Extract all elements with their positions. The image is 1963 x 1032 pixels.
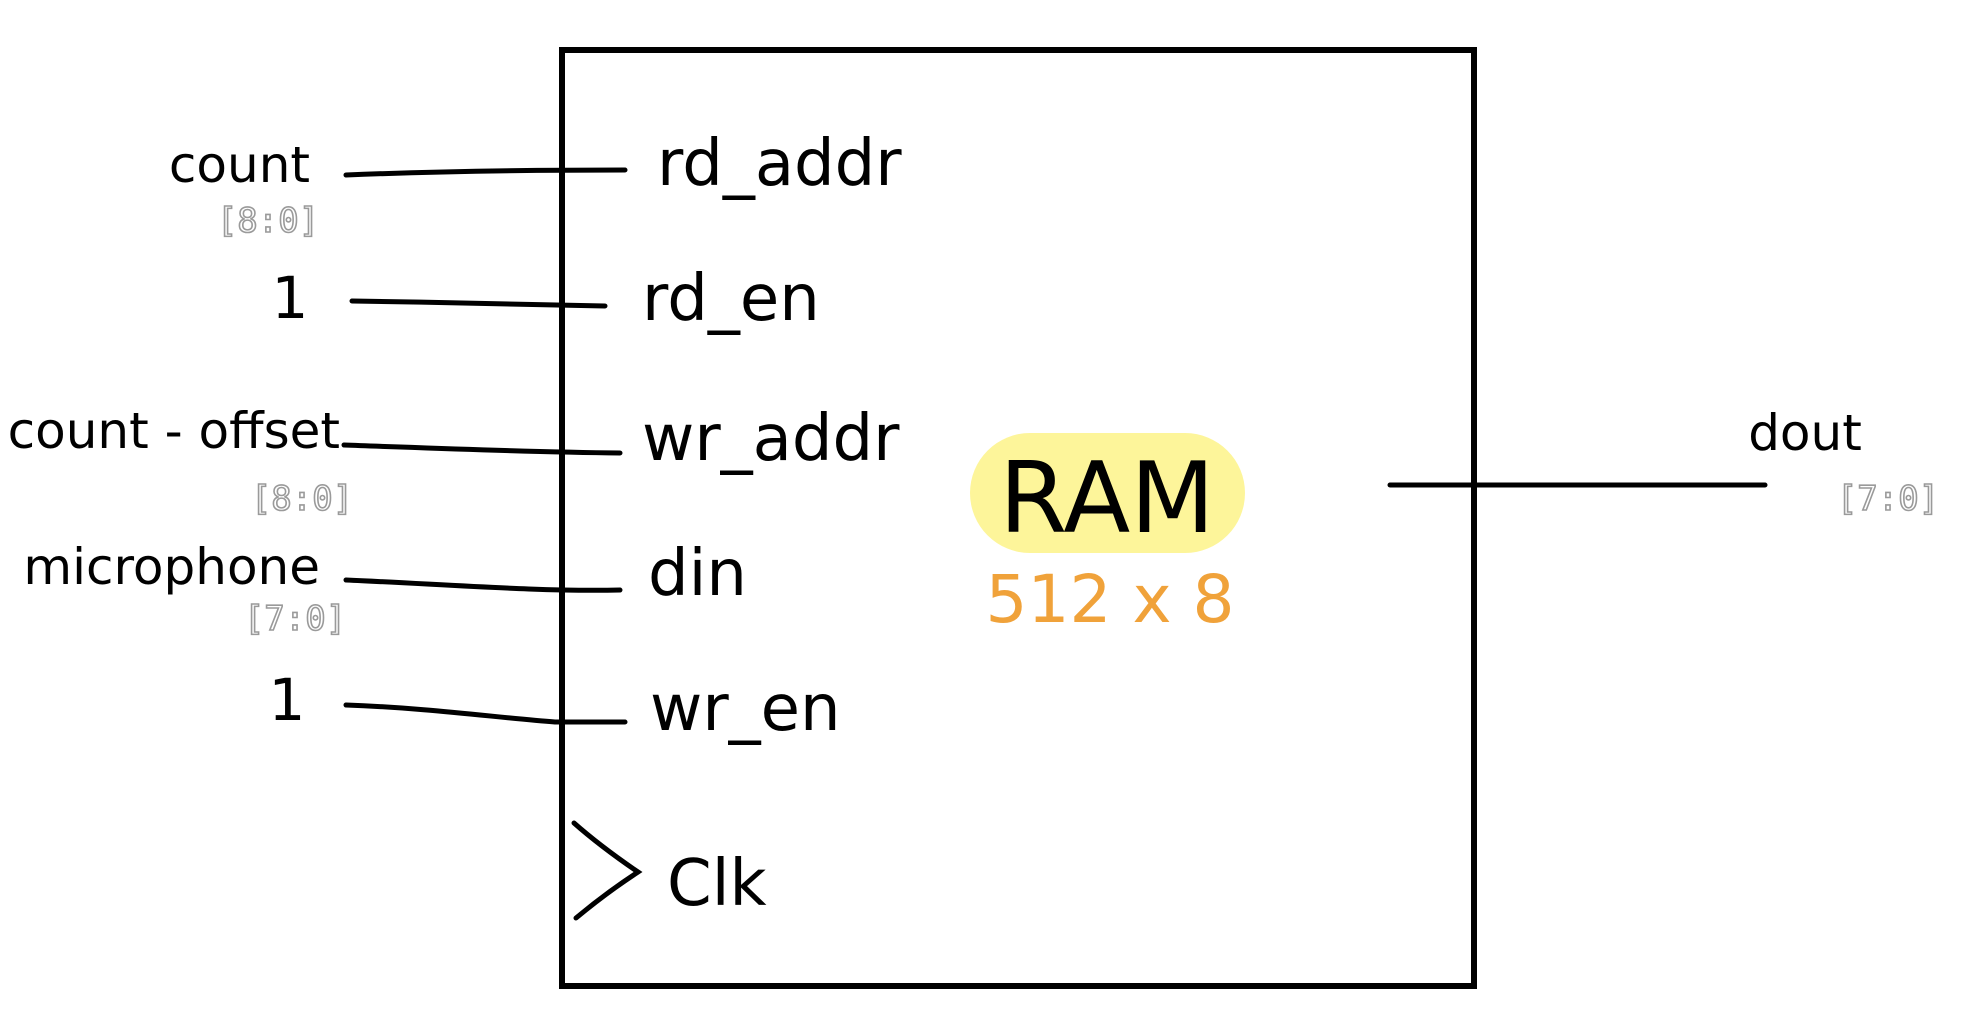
- signal-count-offset-width: [8:0]: [251, 479, 353, 519]
- wire-one-to-wr-en: [343, 702, 628, 725]
- wire-microphone-to-din: [343, 577, 623, 593]
- signal-microphone-width: [7:0]: [244, 599, 346, 639]
- port-label-wr-addr: wr_addr: [642, 402, 900, 476]
- signal-count: count: [169, 136, 310, 194]
- port-label-din: din: [648, 537, 747, 611]
- wire-count-offset-to-wr-addr: [341, 442, 623, 456]
- signal-rd-en-constant: 1: [272, 264, 309, 332]
- signal-count-width: [8:0]: [217, 201, 319, 241]
- signal-dout-width: [7:0]: [1837, 479, 1939, 519]
- wire-one-to-rd-en: [349, 298, 608, 309]
- signal-microphone: microphone: [23, 538, 320, 596]
- port-label-rd-en: rd_en: [642, 262, 820, 336]
- ram-title: RAM: [999, 442, 1215, 556]
- signal-dout: dout: [1748, 404, 1862, 462]
- clock-triangle-icon: [571, 820, 643, 921]
- signal-wr-en-constant: 1: [269, 666, 306, 734]
- port-label-clk: Clk: [667, 847, 767, 921]
- ram-size-label: 512 x 8: [986, 561, 1235, 638]
- wire-count-to-rd-addr: [343, 167, 628, 178]
- signal-count-offset: count - offset: [8, 402, 340, 460]
- ram-block-outline: [559, 47, 1477, 989]
- port-label-wr-en: wr_en: [650, 672, 841, 746]
- port-label-rd-addr: rd_addr: [657, 127, 902, 201]
- ram-title-highlight: [970, 433, 1245, 553]
